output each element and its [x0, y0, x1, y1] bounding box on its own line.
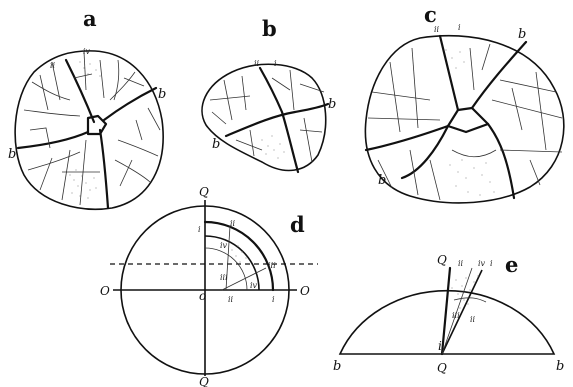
panel-d-label-Q-top: Q	[199, 185, 209, 199]
panel-a-furrow-right	[104, 88, 156, 120]
panel-e-label-iii: iii	[452, 311, 460, 320]
panel-d-label-iv-inner: iv	[220, 241, 228, 250]
panel-c-label-b-left: b	[378, 173, 386, 188]
panel-b-label-b-left: b	[212, 137, 220, 152]
panel-a-center-cell	[88, 116, 106, 134]
panel-c-label-ii: ii	[434, 25, 440, 34]
panel-e-label-b-left: b	[333, 359, 341, 374]
panel-d-arc-outer	[205, 222, 273, 290]
panel-e-label-ii: ii	[458, 259, 464, 268]
panel-e-label-Q-top: Q	[437, 253, 447, 267]
panel-a-furrow-left	[18, 132, 88, 148]
panel-d-label-iii-right: iii	[268, 261, 276, 270]
panel-a-label-ii: ii	[50, 61, 56, 70]
panel-a-label-b-right: b	[158, 87, 166, 102]
panel-c-furrow-top	[440, 36, 458, 110]
panel-c-furrow-right	[472, 42, 526, 108]
panel-e-label-Q-bottom: Q	[437, 361, 447, 375]
panel-a-letter: a	[83, 6, 97, 31]
panel-d-label-Q-bottom: Q	[199, 375, 209, 387]
panel-d-label-iv-bottom: iv	[250, 281, 258, 290]
panel-d-label-iii-inner: iii	[220, 273, 228, 282]
panel-e-label-ii-inner: ii	[470, 315, 476, 324]
panel-b-label-ii: ii	[254, 59, 260, 68]
panel-c-label-i: i	[458, 23, 461, 32]
panel-c-letter: c	[424, 2, 437, 27]
panel-c-cell-outline	[365, 36, 563, 203]
panel-e-label-i-bottom: i	[438, 339, 442, 353]
panel-e-letter: e	[505, 252, 518, 277]
panel-b-letter: b	[262, 16, 277, 41]
panel-e: e Q Q b b ii iv i i iii ii	[333, 252, 564, 375]
panel-a-label-b-left: b	[8, 147, 16, 162]
panel-d-label-ii-top: ii	[230, 219, 236, 228]
panel-d: d Q Q O O o i ii iv iii iii iv i ii	[100, 185, 318, 387]
panel-a-furrow-bottom	[100, 130, 108, 208]
panel-e-label-i-top: i	[490, 259, 493, 268]
panel-a: a	[8, 6, 166, 209]
panel-e-label-b-right: b	[556, 359, 564, 374]
panel-b-label-b-right: b	[328, 97, 336, 112]
panel-a-label-iv: iv	[83, 47, 91, 56]
panel-d-label-i-top: i	[198, 225, 201, 234]
panel-c-center-junction	[448, 108, 488, 132]
panel-d-label-O-left: O	[100, 284, 110, 298]
panel-d-label-O-right: O	[300, 284, 310, 298]
panel-a-stipple	[69, 61, 100, 198]
panel-c-furrow-bottom	[488, 124, 514, 198]
panel-a-cell-walls	[24, 52, 160, 205]
panel-c-cell-walls	[368, 44, 562, 200]
panel-d-label-o-center: o	[199, 289, 206, 303]
panel-d-label-i-right: i	[272, 295, 275, 304]
panel-b-stipple	[261, 135, 284, 158]
panel-b: b ii i b b	[202, 16, 336, 172]
panel-b-label-i: i	[274, 59, 277, 68]
panel-e-inner-arc	[454, 298, 486, 302]
panel-d-label-ii-bottom: ii	[228, 295, 234, 304]
panel-b-cell-outline	[202, 64, 326, 170]
panel-a-furrow-top	[66, 60, 94, 122]
panel-c-label-b-top: b	[518, 27, 526, 42]
panel-e-label-iv: iv	[478, 259, 486, 268]
panel-b-cell-walls	[210, 70, 324, 162]
panel-d-letter: d	[290, 212, 305, 237]
panel-c: c	[365, 2, 563, 203]
